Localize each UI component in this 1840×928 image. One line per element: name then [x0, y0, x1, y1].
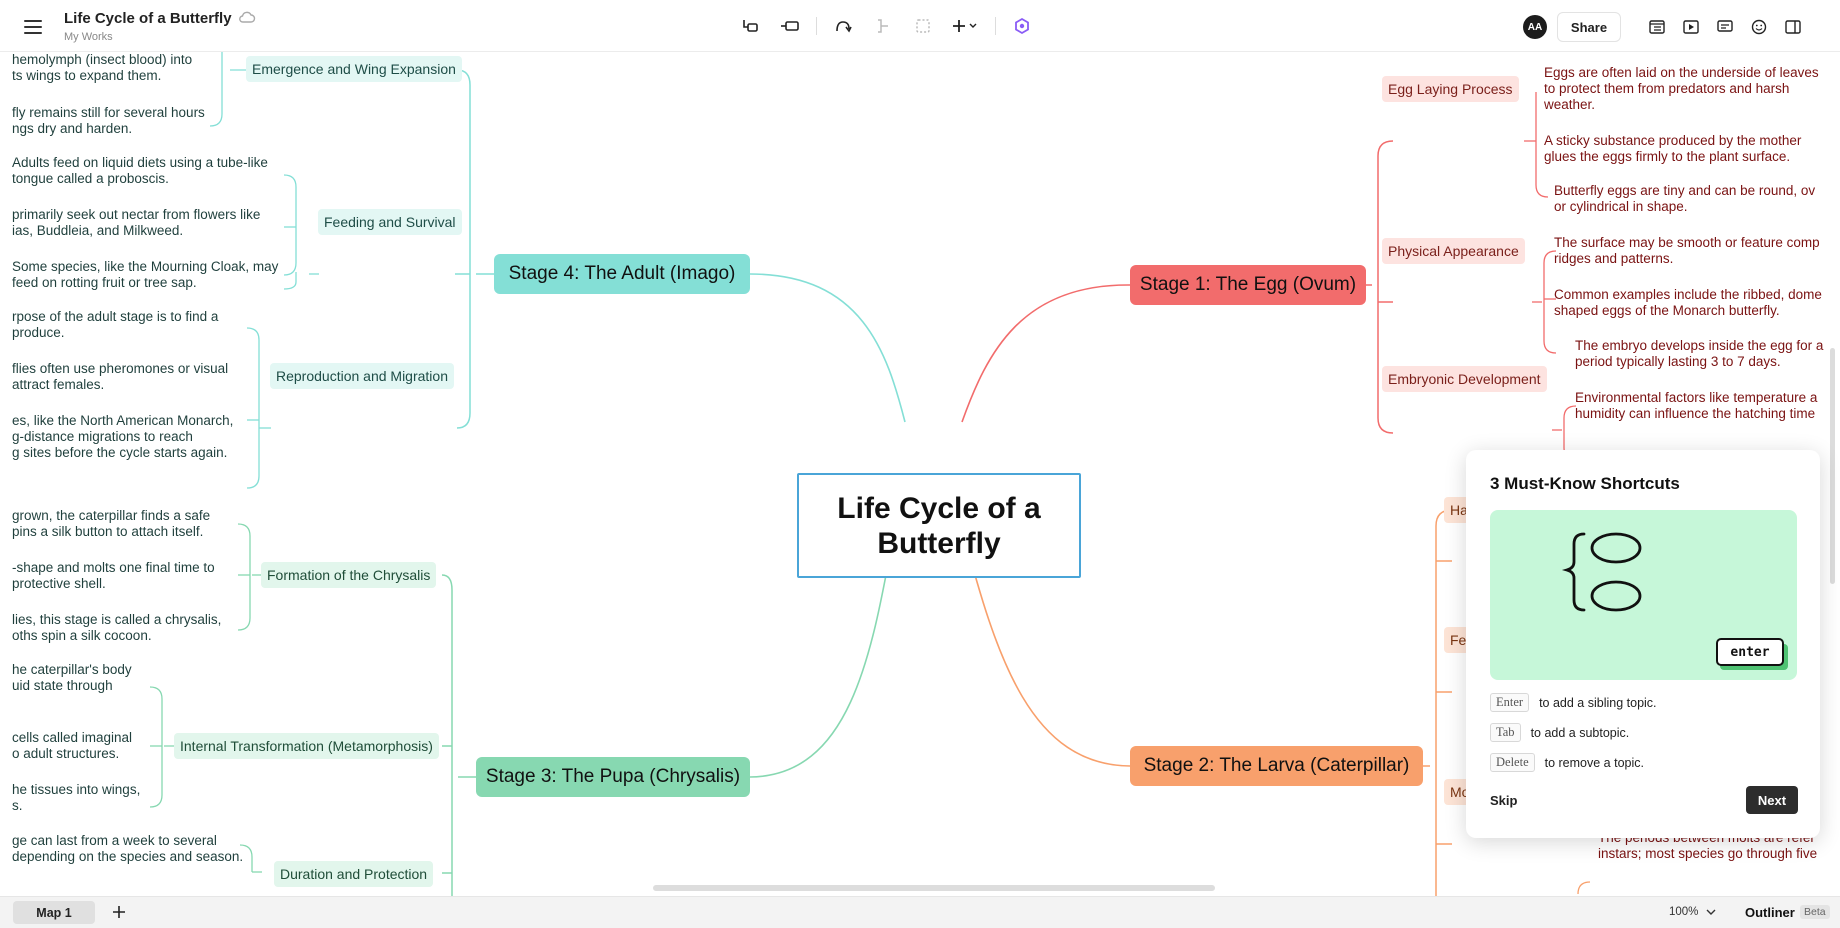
toolbar	[730, 13, 1042, 39]
subtopic-emergence[interactable]: Emergence and Wing Expansion	[246, 56, 462, 82]
main-topic-larva[interactable]: Stage 2: The Larva (Caterpillar)	[1130, 746, 1423, 786]
main-topic-egg[interactable]: Stage 1: The Egg (Ovum)	[1130, 265, 1366, 305]
vertical-scrollbar[interactable]	[1830, 348, 1835, 584]
menu-icon[interactable]	[22, 16, 44, 36]
leaf-topic[interactable]: he tissues into wings,s.	[12, 782, 141, 813]
insert-icon[interactable]	[946, 13, 986, 39]
central-topic[interactable]: Life Cycle of a Butterfly	[797, 473, 1081, 578]
leaf-topic[interactable]: Some species, like the Mourning Cloak, m…	[12, 259, 279, 290]
horizontal-scrollbar[interactable]	[653, 885, 1215, 891]
shortcut-row: Tab to add a subtopic.	[1490, 723, 1629, 742]
summary-icon[interactable]	[866, 13, 900, 39]
leaf-topic[interactable]: lies, this stage is called a chrysalis,o…	[12, 612, 222, 643]
document-location[interactable]: My Works	[64, 31, 113, 43]
bottom-bar: Map 1 100% Outliner Beta	[0, 896, 1840, 928]
layout-icon[interactable]	[1644, 14, 1670, 40]
leaf-topic[interactable]: primarily seek out nectar from flowers l…	[12, 207, 261, 238]
zoom-control[interactable]: 100%	[1669, 906, 1716, 918]
subtopic-feeding-survival[interactable]: Feeding and Survival	[318, 209, 462, 235]
subtopic-duration[interactable]: Duration and Protection	[274, 861, 434, 887]
tab-map-1[interactable]: Map 1	[13, 901, 95, 924]
shortcut-text: to add a subtopic.	[1530, 725, 1630, 740]
document-title[interactable]: Life Cycle of a Butterfly	[64, 10, 232, 27]
zoom-level: 100%	[1669, 906, 1699, 918]
leaf-topic[interactable]: Environmental factors like temperature a…	[1575, 390, 1818, 421]
leaf-topic[interactable]: Eggs are often laid on the underside of …	[1544, 65, 1819, 112]
cloud-icon	[239, 11, 256, 23]
share-button[interactable]: Share	[1557, 12, 1621, 42]
boundary-icon[interactable]	[906, 13, 940, 39]
skip-button[interactable]: Skip	[1490, 793, 1518, 808]
key-enter: Enter	[1490, 693, 1530, 712]
panel-title: 3 Must-Know Shortcuts	[1490, 474, 1680, 493]
leaf-topic[interactable]: es, like the North American Monarch,g-di…	[12, 413, 234, 460]
leaf-topic[interactable]: Butterfly eggs are tiny and can be round…	[1554, 183, 1816, 214]
subtopic-metamorphosis[interactable]: Internal Transformation (Metamorphosis)	[174, 733, 439, 759]
shortcut-illustration: enter	[1490, 510, 1797, 680]
leaf-topic[interactable]: Adults feed on liquid diets using a tube…	[12, 155, 268, 186]
avatar[interactable]: AA	[1523, 15, 1547, 39]
right-toolbar	[1640, 14, 1810, 40]
chevron-down-icon	[1706, 909, 1716, 915]
outliner-button[interactable]: Outliner	[1745, 905, 1795, 920]
key-delete: Delete	[1490, 753, 1535, 772]
toolbar-divider	[816, 17, 817, 35]
shortcut-row: Delete to remove a topic.	[1490, 753, 1644, 772]
insert-subtopic-icon[interactable]	[773, 13, 807, 39]
shortcuts-panel: 3 Must-Know Shortcuts enter Enter to add…	[1466, 450, 1820, 838]
leaf-topic[interactable]: The surface may be smooth or feature com…	[1554, 235, 1820, 266]
leaf-topic[interactable]: Common examples include the ribbed, dome…	[1554, 287, 1822, 318]
relationship-icon[interactable]	[826, 13, 860, 39]
emoji-icon[interactable]	[1746, 14, 1772, 40]
add-icon[interactable]	[108, 901, 130, 923]
main-topic-pupa[interactable]: Stage 3: The Pupa (Chrysalis)	[476, 757, 750, 797]
shortcut-text: to add a sibling topic.	[1539, 695, 1657, 710]
leaf-topic[interactable]: A sticky substance produced by the mothe…	[1544, 133, 1802, 164]
beta-badge: Beta	[1800, 905, 1830, 919]
subtopic-chrysalis-formation[interactable]: Formation of the Chrysalis	[261, 562, 437, 588]
ai-icon[interactable]	[1005, 13, 1039, 39]
subtopic-reproduction[interactable]: Reproduction and Migration	[270, 363, 454, 389]
top-bar: Life Cycle of a Butterfly My Works AA Sh…	[0, 0, 1840, 52]
key-tab: Tab	[1490, 723, 1521, 742]
main-topic-adult[interactable]: Stage 4: The Adult (Imago)	[494, 254, 750, 294]
present-icon[interactable]	[1678, 14, 1704, 40]
subtopic-egg-laying[interactable]: Egg Laying Process	[1382, 76, 1519, 102]
sidebar-icon[interactable]	[1780, 14, 1806, 40]
enter-key-label: enter	[1730, 644, 1770, 660]
connector-lines	[149, 52, 1591, 896]
comment-icon[interactable]	[1712, 14, 1738, 40]
subtopic-embryonic-development[interactable]: Embryonic Development	[1382, 366, 1547, 392]
shortcut-text: to remove a topic.	[1544, 755, 1644, 770]
topic-structure-icon	[1561, 532, 1788, 670]
leaf-topic[interactable]: The embryo develops inside the egg for a…	[1575, 338, 1824, 369]
subtopic-physical-appearance[interactable]: Physical Appearance	[1382, 238, 1525, 264]
next-button[interactable]: Next	[1746, 786, 1798, 814]
toolbar-divider	[995, 17, 996, 35]
shortcut-row: Enter to add a sibling topic.	[1490, 693, 1657, 712]
insert-topic-icon[interactable]	[733, 13, 767, 39]
